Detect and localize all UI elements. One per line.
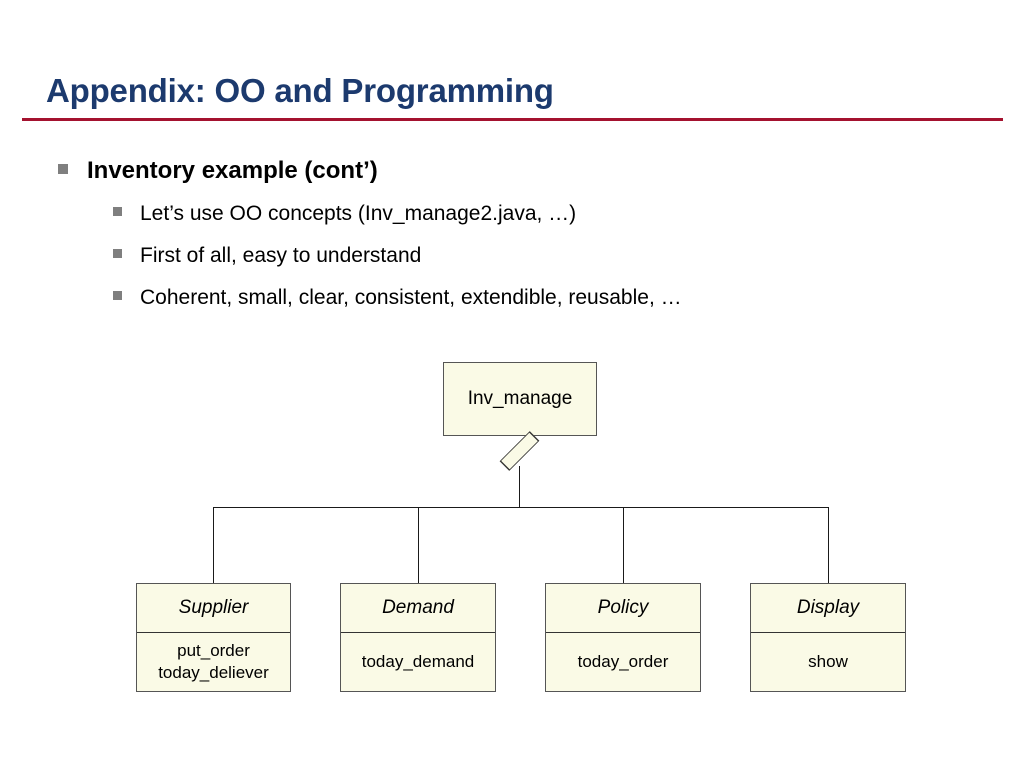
uml-class-supplier[interactable]: Supplier put_order today_deliever (136, 583, 291, 692)
square-bullet-icon (113, 249, 122, 258)
connector-bus (213, 507, 829, 508)
uml-class-demand[interactable]: Demand today_demand (340, 583, 496, 692)
square-bullet-icon (58, 164, 68, 174)
bullet-level2-2: Coherent, small, clear, consistent, exte… (113, 286, 682, 310)
aggregation-diamond-icon (499, 431, 540, 471)
connector-drop-supplier (213, 507, 214, 583)
uml-operation: today_order (577, 652, 669, 672)
square-bullet-icon (113, 291, 122, 300)
uml-class-name: Policy (546, 584, 700, 633)
bullet-text: Coherent, small, clear, consistent, exte… (140, 286, 682, 309)
square-bullet-icon (113, 207, 122, 216)
bullet-level2-1: First of all, easy to understand (113, 244, 421, 268)
uml-operations: show (751, 633, 905, 691)
uml-operations: put_order today_deliever (137, 633, 290, 691)
bullet-text: Inventory example (cont’) (87, 157, 378, 184)
bullet-text: First of all, easy to understand (140, 244, 422, 267)
uml-operation: today_demand (361, 652, 475, 672)
connector-stem (519, 466, 520, 507)
uml-operation: show (808, 652, 848, 672)
uml-class-name: Supplier (137, 584, 290, 633)
bullet-text: Let’s use OO concepts (Inv_manage2.java,… (140, 202, 577, 225)
page-title: Appendix: OO and Programming (46, 72, 554, 109)
uml-class-name: Demand (341, 584, 495, 633)
uml-class-policy[interactable]: Policy today_order (545, 583, 701, 692)
bullet-level2-0: Let’s use OO concepts (Inv_manage2.java,… (113, 202, 576, 226)
uml-operation: put_order (177, 641, 250, 661)
uml-operations: today_demand (341, 633, 495, 691)
uml-operation: today_deliever (158, 663, 269, 682)
uml-class-display[interactable]: Display show (750, 583, 906, 692)
title-divider (22, 118, 1003, 121)
uml-class-name: Inv_manage (467, 388, 573, 409)
uml-class-name: Display (751, 584, 905, 633)
connector-drop-policy (623, 507, 624, 583)
uml-class-inv-manage[interactable]: Inv_manage (443, 362, 597, 436)
bullet-level1-0: Inventory example (cont’) (58, 157, 378, 185)
uml-operations: today_order (546, 633, 700, 691)
connector-drop-display (828, 507, 829, 583)
connector-drop-demand (418, 507, 419, 583)
